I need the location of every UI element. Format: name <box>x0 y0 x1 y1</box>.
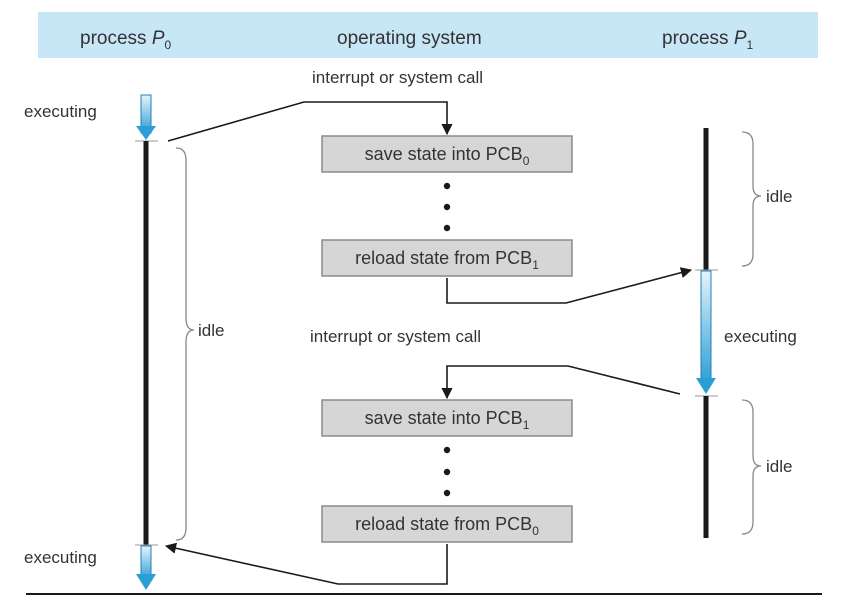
box-reload-pcb1-text: reload state from PCB1 <box>355 248 539 272</box>
p0-idle-brace <box>175 147 195 541</box>
box-reload-pcb0-text: reload state from PCB0 <box>355 514 539 538</box>
arrow-reload-pcb1-to-p1 <box>446 267 693 304</box>
header-operating-system: operating system <box>337 28 482 49</box>
ellipsis-dot <box>443 182 451 190</box>
box-reload-pcb1 <box>321 239 573 277</box>
p1-executing-bar <box>700 270 712 384</box>
header-process-p0: process P0 <box>80 28 172 52</box>
p1-idle-brace-bottom <box>741 399 762 535</box>
p0-executing-arrowhead-top <box>136 126 156 140</box>
ellipsis-dot <box>443 489 451 497</box>
box-save-pcb0 <box>321 135 573 173</box>
p1-executing-label: executing <box>724 327 797 346</box>
interrupt-label-middle: interrupt or system call <box>310 327 481 346</box>
interrupt-label-top: interrupt or system call <box>312 68 483 87</box>
ellipsis-dot <box>443 446 451 454</box>
p1-executing-arrowhead <box>696 378 716 394</box>
arrow-reload-pcb0-to-p0 <box>164 542 448 585</box>
p1-idle-label-bottom: idle <box>766 457 792 476</box>
p1-idle-label-top: idle <box>766 187 792 206</box>
arrow-p0-to-save-pcb0 <box>167 101 453 142</box>
box-reload-pcb0 <box>321 505 573 543</box>
header-band <box>38 12 818 58</box>
box-save-pcb1-text: save state into PCB1 <box>365 408 530 432</box>
p0-idle-label: idle <box>198 321 224 340</box>
arrow-p1-to-save-pcb1 <box>441 365 681 400</box>
header-process-p1: process P1 <box>662 28 754 52</box>
p0-executing-label-bottom: executing <box>24 548 97 567</box>
p0-executing-label-top: executing <box>24 102 97 121</box>
box-save-pcb1 <box>321 399 573 437</box>
box-save-pcb0-text: save state into PCB0 <box>365 144 530 168</box>
p0-executing-arrowhead-bottom <box>136 574 156 590</box>
ellipsis-dot <box>443 224 451 232</box>
ellipsis-dot <box>443 468 451 476</box>
ellipsis-dot <box>443 203 451 211</box>
p1-idle-brace-top <box>741 131 762 267</box>
